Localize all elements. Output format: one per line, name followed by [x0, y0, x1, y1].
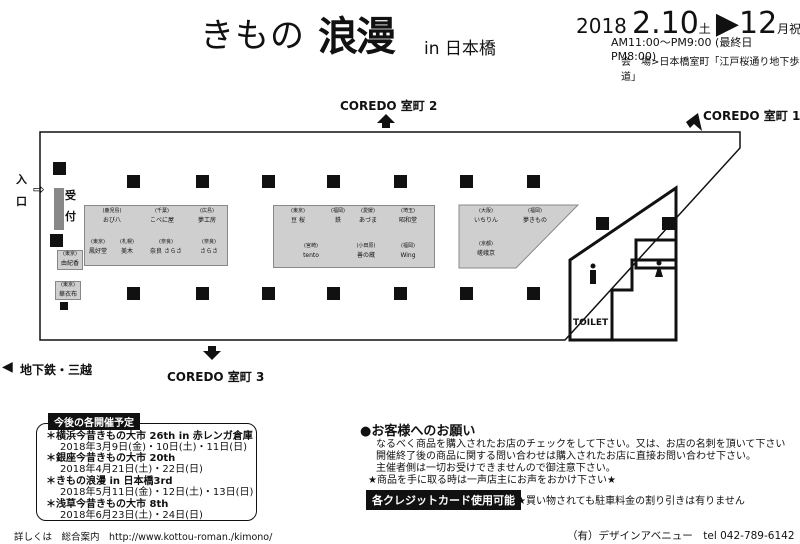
start-weekday: 土	[698, 22, 711, 36]
stall: (埼玉)昭和堂	[398, 208, 417, 224]
pillar	[262, 175, 275, 188]
notice-line: なるべく商品を購入されたお店のチェックをして下さい。又は、お店の名刺を頂いて下さ…	[376, 439, 786, 450]
pillar	[50, 234, 63, 247]
stall: (奈良)奈良 さらさ	[150, 239, 182, 255]
notice-title: ●お客様へのお願い	[360, 424, 476, 439]
stall-block-b	[273, 205, 435, 268]
event-date: 2018年5月11日(金)・12日(土)・13日(日)	[60, 487, 254, 498]
end-date: 12	[738, 6, 778, 41]
event-name: ＊銀座今昔きもの大市 20th	[46, 453, 176, 464]
event-name: ＊きもの浪漫 in 日本橋3rd	[46, 476, 173, 487]
start-date: 2.10	[632, 6, 699, 41]
pillar	[527, 287, 540, 300]
stall: (京都)嵯峨京	[476, 241, 495, 257]
stall: (東京)由紀香	[60, 251, 79, 267]
stall: (福岡)Wing	[400, 243, 416, 259]
event-date: 2018年3月9日(金)・10日(土)・11日(日)	[60, 442, 248, 453]
side-stall	[55, 281, 81, 300]
title-suffix: in 日本橋	[424, 39, 496, 59]
pillar	[53, 162, 66, 175]
stall-block-a	[84, 205, 228, 266]
stall-block-c	[458, 204, 580, 269]
toilet-room	[634, 238, 678, 270]
pillar	[196, 287, 209, 300]
entrance-label-1: 入	[16, 173, 27, 186]
opening-hours: AM11:00～PM9:00 (最終日 PM8:00)	[611, 36, 753, 63]
entrance-label-2: 口	[16, 195, 27, 208]
stall: (千葉)こべに屋	[149, 208, 174, 224]
stall: (鹿児島)おび八	[102, 208, 122, 224]
pillar	[394, 287, 407, 300]
pillar	[596, 217, 609, 230]
footer-company: （有）デザインアベニュー tel 042-789-6142	[567, 530, 795, 542]
stall: (大阪)いちりん	[473, 208, 498, 224]
pillar	[527, 175, 540, 188]
reception-label-1: 受	[65, 189, 76, 202]
coredo1-arrow-icon	[686, 113, 702, 131]
reception-desk	[54, 188, 64, 230]
toilet-outline	[568, 185, 678, 342]
events-heading: 今後の各開催予定	[48, 413, 140, 430]
footer-info-link[interactable]: 詳しくは 総合案内 http://www.kottou-roman./kimon…	[14, 532, 273, 543]
date-arrow-icon: ▶	[715, 6, 739, 41]
stall: (奈良)さらさ	[199, 239, 218, 255]
subway-arrow-icon: ◀	[2, 359, 13, 375]
venue-text: 会 場>日本橋室町「江戸桜通り地下歩道」	[621, 57, 800, 83]
pillar	[196, 175, 209, 188]
reception-label-2: 付	[65, 210, 76, 223]
pillar	[60, 302, 68, 310]
title-kanji: 浪漫	[318, 13, 396, 60]
stall: (宮崎)tento	[303, 243, 319, 259]
pillar	[127, 175, 140, 188]
end-suffix: 月祝	[777, 22, 800, 36]
stall: (福岡)鉄	[331, 208, 345, 224]
pillar	[394, 175, 407, 188]
event-dates: 2018 2.10土 ▶12月祝	[576, 6, 800, 41]
credit-card-badge: 各クレジットカード使用可能	[366, 490, 521, 510]
stall: (東京)豆 桜	[291, 208, 305, 224]
stall: (東京)華衣布	[58, 282, 77, 298]
pillar	[662, 217, 675, 230]
toilet-female-icon-body	[655, 267, 663, 277]
events-panel	[36, 423, 257, 521]
event-name: ＊横浜今昔きもの大市 26th in 赤レンガ倉庫	[46, 431, 253, 442]
entrance-arrow-icon: ⇨	[33, 182, 45, 198]
parking-note: ★買い物されても駐車料金の割り引きは有りません	[517, 496, 745, 507]
notice-body: なるべく商品を購入されたお店のチェックをして下さい。又は、お店の名刺を頂いて下さ…	[368, 439, 791, 487]
event-date: 2018年6月23日(土)・24日(日)	[60, 510, 203, 521]
subway-label: 地下鉄・三越	[20, 363, 93, 377]
notice-line: ★商品を手に取る時は一声店主にお声をおかけ下さい★	[368, 475, 616, 486]
title-kana: きもの	[200, 16, 305, 56]
side-stall	[57, 250, 83, 270]
toilet-male-icon-body	[590, 270, 596, 284]
pillar	[262, 287, 275, 300]
corridor-outline	[39, 131, 741, 341]
coredo2-label: COREDO 室町 2	[340, 99, 438, 113]
toilet-stairs	[610, 258, 676, 340]
coredo3-label: COREDO 室町 3	[167, 370, 265, 384]
pillar	[327, 175, 340, 188]
pillar	[460, 287, 473, 300]
stall: (愛媛)あづま	[358, 208, 377, 224]
toilet-male-icon	[590, 263, 596, 269]
notice-line: 主催者側は一切お受けできませんので御注意下さい。	[376, 463, 616, 474]
stall: (札幌)美木	[120, 239, 134, 255]
toilet-label: TOILET	[573, 318, 609, 328]
pillar	[327, 287, 340, 300]
date-year: 2018	[576, 14, 627, 38]
event-date: 2018年4月21日(土)・22日(日)	[60, 464, 203, 475]
pillar	[460, 175, 473, 188]
coredo1-label: COREDO 室町 1	[703, 109, 800, 123]
coredo3-arrow-icon	[203, 346, 221, 360]
stall: (東京)鳳好堂	[88, 239, 107, 255]
notice-line: 開催終了後の商品に関する問い合わせは購入されたお店に直接お問い合わせ下さい。	[376, 451, 756, 462]
stall: (福岡)夢きもの	[522, 208, 547, 224]
event-name: ＊浅草今昔きもの大市 8th	[46, 499, 169, 510]
floor-map	[39, 113, 741, 342]
stall: (小田原)善の蔵	[356, 243, 376, 259]
toilet-female-icon	[656, 260, 662, 266]
coredo2-arrow-icon	[377, 114, 395, 128]
pillar	[127, 287, 140, 300]
stall: (広島)夢工房	[197, 208, 216, 224]
